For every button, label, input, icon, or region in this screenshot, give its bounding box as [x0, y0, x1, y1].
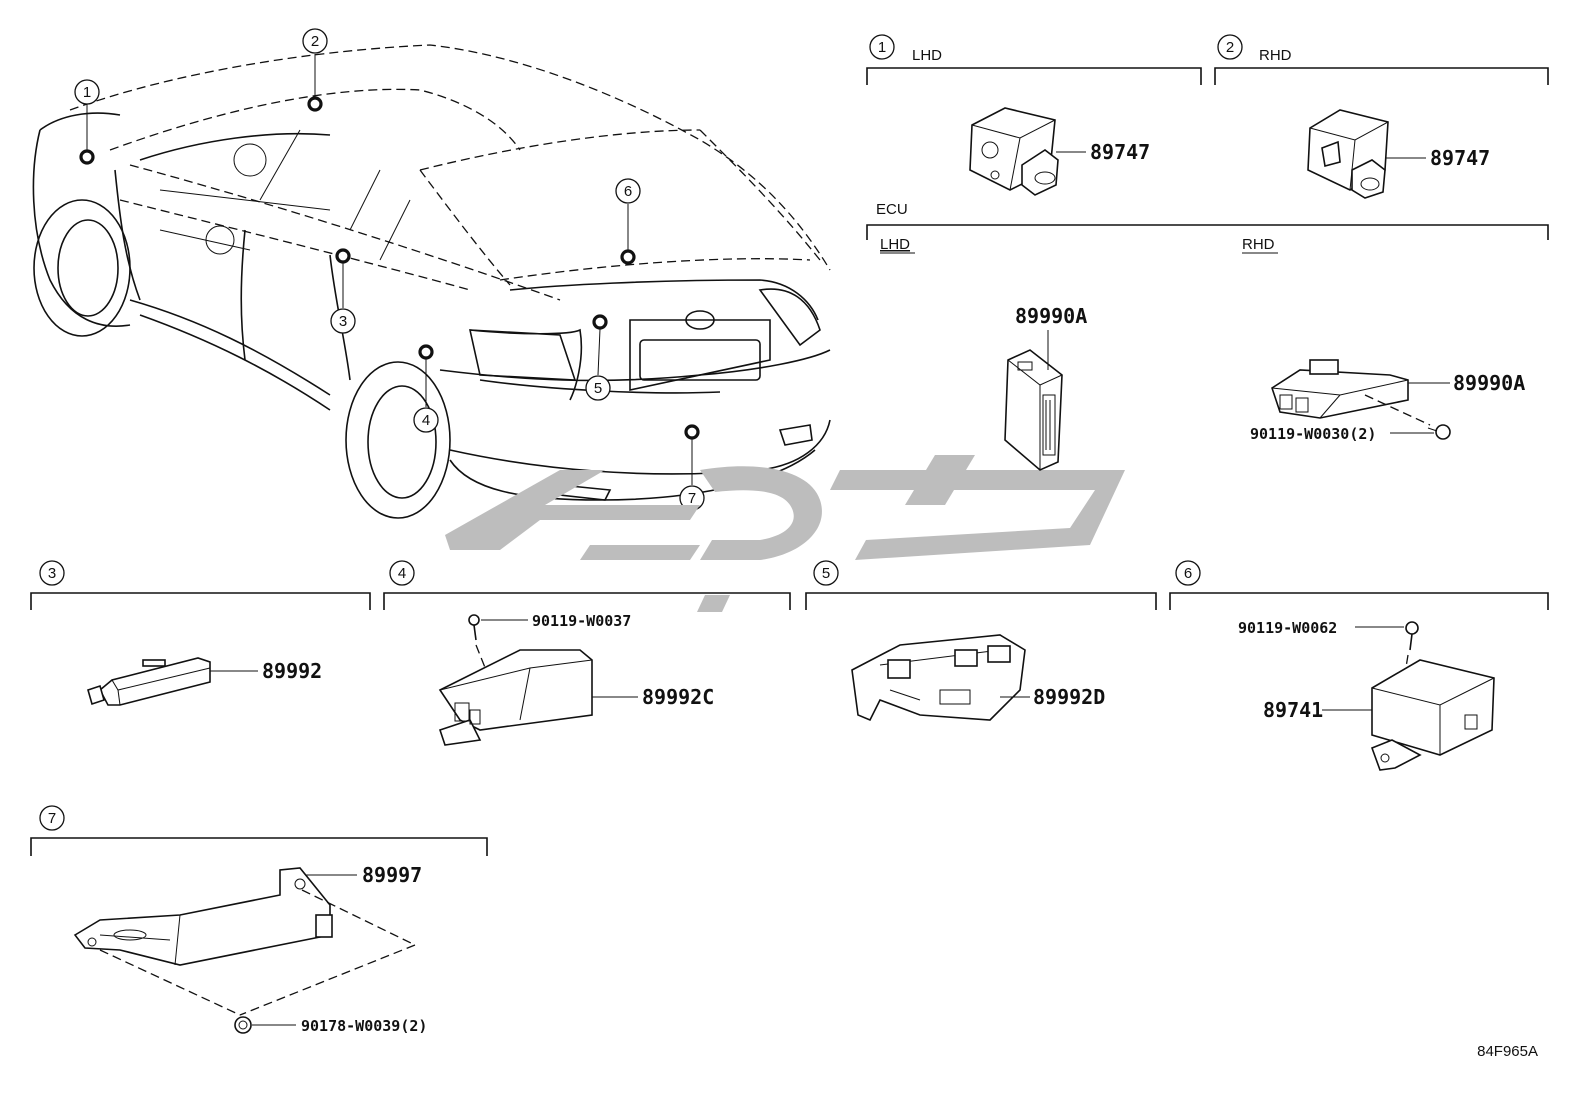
section-6: 6 90119-W0062 89741	[1169, 560, 1549, 771]
clip-90178-w0039-drawing	[234, 1016, 252, 1034]
part-label-90119-w0037: 90119-W0037	[532, 612, 631, 630]
part-label-90119-w0030: 90119-W0030(2)	[1250, 425, 1376, 443]
section-1-lhd-label: LHD	[912, 47, 942, 64]
screw-90119-w0030-drawing	[1427, 424, 1451, 440]
part-label-90119-w0062: 90119-W0062	[1238, 619, 1337, 637]
part-89997-drawing	[73, 867, 416, 1016]
car-callout-5: 5	[594, 380, 602, 397]
part-89990a-rhd-drawing	[1271, 359, 1431, 426]
part-label-89747-rhd: 89747	[1430, 146, 1490, 170]
part-89992-drawing	[87, 657, 211, 706]
vehicle-illustration	[32, 44, 831, 519]
part-label-89990a-rhd: 89990A	[1453, 371, 1525, 395]
watermark-logo	[445, 455, 1125, 612]
location-markers	[79, 54, 700, 485]
part-label-89747-lhd: 89747	[1090, 140, 1150, 164]
ecu-lhd-label: LHD	[880, 236, 910, 253]
ecu-rhd-label: RHD	[1242, 236, 1275, 253]
location-marker-1	[79, 149, 95, 165]
part-label-89997: 89997	[362, 863, 422, 887]
location-marker-3	[335, 248, 351, 264]
part-89992d-drawing	[851, 634, 1026, 722]
part-89990a-lhd-drawing	[1004, 349, 1063, 471]
car-callout-6: 6	[624, 183, 632, 200]
car-callout-4: 4	[422, 412, 430, 429]
location-marker-7	[684, 424, 700, 440]
section-1-lhd: 1 LHD 89747	[866, 34, 1202, 196]
location-marker-4	[418, 344, 434, 360]
part-label-90178-w0039: 90178-W0039(2)	[301, 1017, 427, 1035]
section-2-rhd: 2 RHD 89747	[1214, 34, 1549, 199]
section-2-rhd-label: RHD	[1259, 47, 1292, 64]
part-label-89992: 89992	[262, 659, 322, 683]
part-89741-drawing	[1370, 659, 1495, 771]
part-89747-rhd-drawing	[1307, 109, 1389, 199]
location-marker-2	[307, 96, 323, 112]
section-callout-1: 1	[878, 39, 886, 56]
part-label-89741: 89741	[1263, 698, 1323, 722]
section-4: 4 90119-W0037 89992C	[383, 560, 791, 746]
section-5: 5 89992D	[805, 560, 1157, 722]
location-marker-6	[620, 249, 636, 265]
section-callout-3: 3	[48, 565, 56, 582]
part-label-89990a-lhd: 89990A	[1015, 304, 1087, 328]
section-callout-7: 7	[48, 810, 56, 827]
section-callout-5: 5	[822, 565, 830, 582]
part-89747-lhd-drawing	[969, 107, 1059, 196]
car-callout-2: 2	[311, 33, 319, 50]
part-label-89992d: 89992D	[1033, 685, 1105, 709]
part-label-89992c: 89992C	[642, 685, 714, 709]
car-callout-7: 7	[688, 490, 696, 507]
screw-90119-w0062-drawing	[1394, 621, 1419, 736]
location-marker-5	[592, 314, 608, 330]
section-7: 7 89997 90178-W0039(2)	[30, 805, 488, 1035]
section-ecu: ECU LHD RHD 89990A 89990A	[866, 201, 1549, 471]
section-callout-4: 4	[398, 565, 406, 582]
part-89992c-drawing	[438, 649, 593, 746]
ecu-label: ECU	[876, 201, 908, 218]
section-callout-6: 6	[1184, 565, 1192, 582]
section-3: 3 89992	[30, 560, 371, 706]
car-callouts: 1 2 3 4 5 6 7	[74, 28, 705, 511]
car-callout-1: 1	[83, 84, 91, 101]
car-callout-3: 3	[339, 313, 347, 330]
section-callout-2: 2	[1226, 39, 1234, 56]
diagram-code: 84F965A	[1477, 1043, 1538, 1060]
